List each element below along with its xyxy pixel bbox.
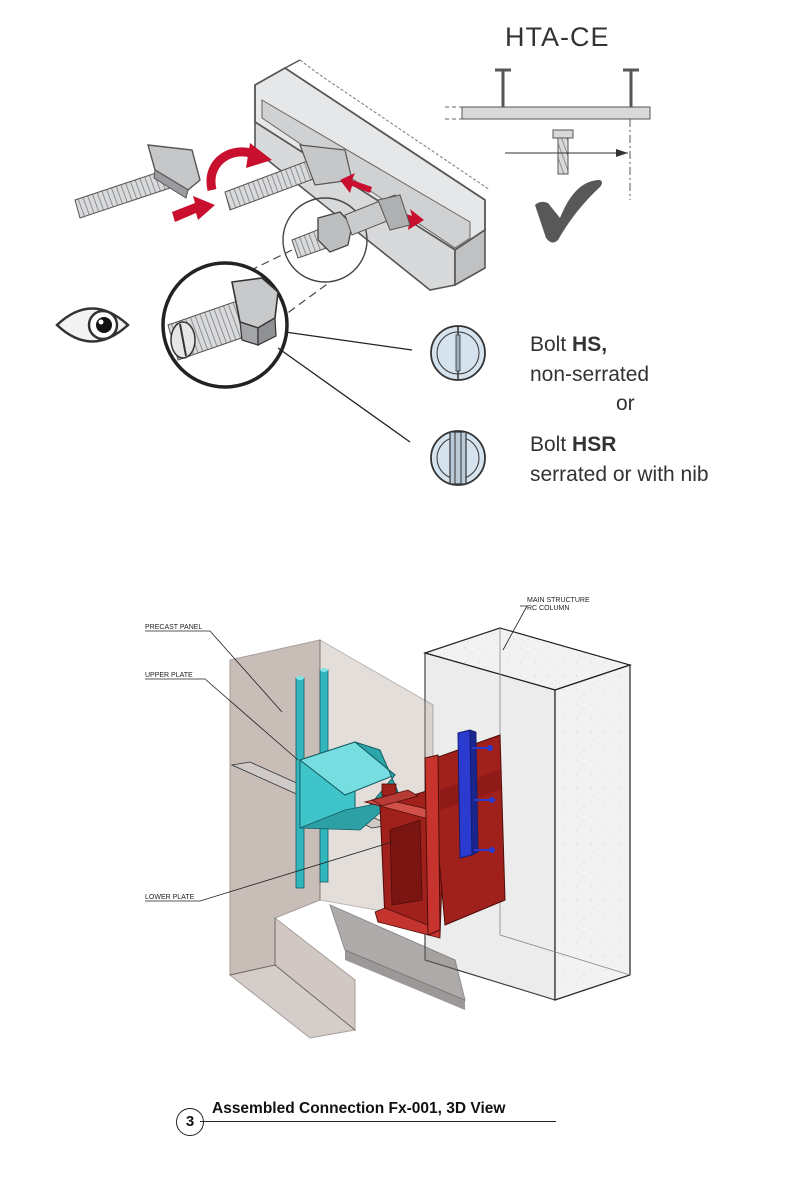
callout-main-structure-line1: MAIN STRUCTURE: [527, 597, 590, 604]
bolt-hsr-label: Bolt HSR serrated or with nib: [530, 430, 709, 490]
check-mark-icon: [535, 180, 602, 243]
bolt-hsr-desc: serrated or with nib: [530, 463, 709, 486]
callout-lower-plate: LOWER PLATE: [145, 894, 195, 901]
hta-ce-title: HTA-CE: [505, 22, 610, 52]
lower-plate-leader: [145, 841, 393, 902]
bolt-head-hsr-icon: [430, 430, 486, 486]
bolt-head-hs-icon: [430, 325, 486, 381]
blue-channel: [457, 729, 495, 859]
bolt-hs-prefix: Bolt: [530, 333, 573, 356]
t-bolt-icon: [74, 144, 201, 219]
rotate-arrow-icon: [206, 143, 272, 192]
caption-number: 3: [176, 1108, 204, 1136]
caption-title: Assembled Connection Fx-001, 3D View: [212, 1100, 506, 1117]
eye-icon: [55, 307, 130, 343]
bolt-installation-illustration: [55, 59, 651, 486]
bolt-hs-desc: non-serrated: [530, 363, 650, 386]
callout-main-structure: MAIN STRUCTURE RC COLUMN: [527, 597, 590, 613]
callout-upper-plate: UPPER PLATE: [145, 672, 193, 679]
callout-precast-panel: PRECAST PANEL: [145, 624, 203, 631]
detail-circle-small: [282, 197, 368, 283]
precast-panel-leader: [145, 630, 283, 713]
bolt-hs-name: HS,: [572, 333, 608, 356]
bolt-hsr-name: HSR: [572, 433, 617, 456]
inserted-bolt: [224, 144, 353, 211]
bolt-hs-label: Bolt HS, non-serrated: [530, 330, 649, 390]
nut-icon: [291, 194, 411, 259]
insert-arrow-icon: [172, 196, 215, 222]
caption-underline: [200, 1121, 556, 1122]
callout-rc-column: RC COLUMN: [527, 605, 570, 612]
or-text: or: [616, 392, 635, 415]
detail-circle-large: [161, 261, 289, 389]
upper-plate-leader: [145, 678, 299, 761]
bolt-hsr-prefix: Bolt: [530, 433, 573, 456]
main-structure-leader: [502, 605, 528, 651]
hta-ce-sketch: [445, 68, 651, 200]
